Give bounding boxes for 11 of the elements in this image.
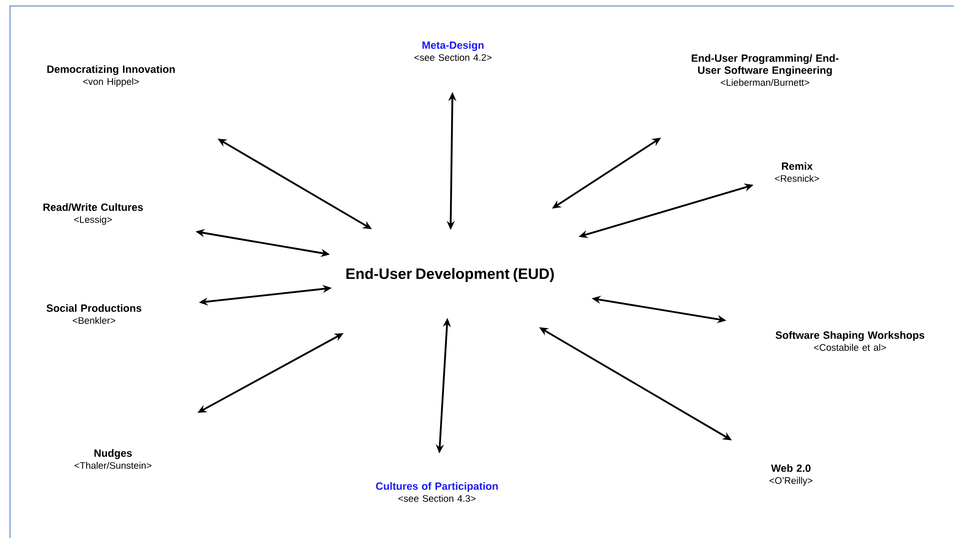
concept-label: Read/Write Cultures <Lessig>: [43, 203, 143, 225]
center-label: End-User Development (EUD): [346, 268, 554, 282]
concept-label: End-User Programming/ End-User Software Engineering <Lieberman/Burnett>: [692, 54, 838, 86]
concept-label: Social Productions <Benkler>: [46, 304, 142, 324]
concept-label: Democratizing Innovation <von Hippel>: [47, 65, 175, 87]
concept-label: Software Shaping Workshops <Costabile et al>: [776, 331, 924, 351]
concept-label: Nudges <Thaler/Sunstein>: [74, 449, 152, 469]
concept-label: Meta-Design <see Section 4.2>: [414, 41, 492, 61]
concept-label: Web 2.0 <O’Reilly>: [770, 464, 812, 486]
concept-label: Remix <Resnick>: [775, 162, 819, 182]
concept-label: Cultures of Participation <see Section 4.3>: [376, 482, 498, 502]
